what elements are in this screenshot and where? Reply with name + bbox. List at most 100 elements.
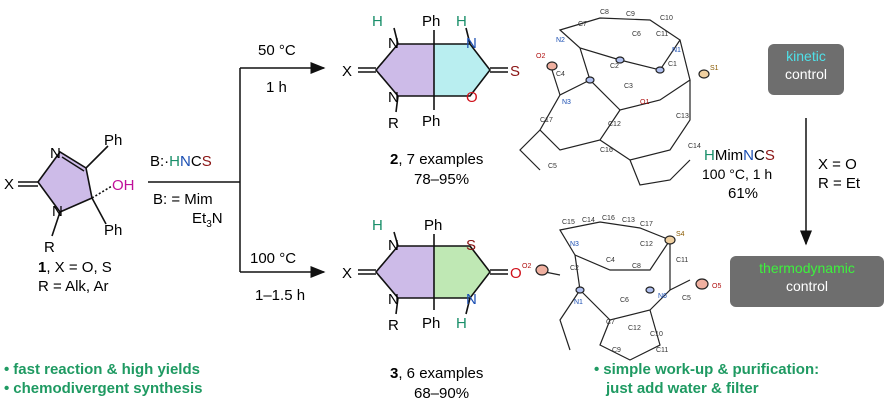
atom-label-c9: C9 (612, 347, 621, 354)
p2-n3: N (466, 35, 477, 52)
sm-r: R (44, 239, 55, 256)
atom-label-n6: N6 (658, 293, 667, 300)
atom-label-c13: C13 (622, 217, 635, 224)
atom-label-c14: C14 (582, 217, 595, 224)
atom-label-n2: N2 (556, 37, 565, 44)
thermodynamic-label: thermodynamic (759, 260, 855, 276)
atom-label-o1: O1 (640, 99, 649, 106)
conversion-yield: 61% (728, 185, 758, 202)
atom-label-c11: C11 (656, 31, 668, 38)
atom-label-c17: C17 (540, 117, 553, 124)
p2-s: S (510, 63, 520, 80)
p3-x: X (342, 265, 352, 282)
p2-ph2: Ph (422, 113, 440, 130)
p3-ph2: Ph (422, 315, 440, 332)
upper-time: 1 h (266, 79, 287, 96)
atom-label-n3: N3 (562, 99, 571, 106)
atom-label-c4: C4 (606, 257, 615, 264)
atom-label-c17: C17 (640, 221, 653, 228)
atom-label-c5: C5 (548, 163, 557, 170)
upper-temperature: 50 °C (258, 42, 296, 59)
atom-label-o5: O5 (712, 283, 721, 290)
product-2: X N N N O S H H Ph Ph R 2, 7 examples 78… (342, 13, 520, 188)
lower-temperature: 100 °C (250, 250, 296, 267)
p2-r: R (388, 115, 399, 132)
p3-n2: N (388, 291, 399, 308)
lower-time: 1–1.5 h (255, 287, 305, 304)
p2-x: X (342, 63, 352, 80)
p2-ph1: Ph (422, 13, 440, 30)
p3-ph1: Ph (424, 217, 442, 234)
starting-material-1: X N N Ph Ph OH R 1, X = O, S R = Alk, Ar (4, 132, 135, 295)
kinetic-label: kinetic (786, 48, 826, 64)
atom-label-n3: N3 (570, 241, 579, 248)
sm-caption-2: R = Alk, Ar (38, 278, 108, 295)
sm-caption-1: 1, X = O, S (38, 259, 112, 276)
p2-h2: H (456, 13, 467, 30)
p3-o: O (510, 265, 522, 282)
atom-label-c3: C3 (624, 83, 633, 90)
atom-label-c6: C6 (632, 31, 641, 38)
atom-label-c12: C12 (608, 121, 621, 128)
p3-h2: H (456, 315, 467, 332)
p2-o: O (466, 89, 478, 106)
p2-h1: H (372, 13, 383, 30)
p2-n2: N (388, 89, 399, 106)
conversion-conditions: 100 °C, 1 h (702, 166, 772, 182)
bullet-left-1: •fast reaction & high yields (4, 361, 200, 378)
sm-ph-1: Ph (104, 132, 122, 149)
atom-label-c7: C7 (578, 21, 587, 28)
atom-label-c16: C16 (602, 215, 615, 222)
atom-label-c12: C12 (640, 241, 653, 248)
p3-n3: N (466, 291, 477, 308)
atom-label-c12: C12 (628, 325, 641, 332)
atom-label-c14: C14 (688, 143, 701, 150)
kinetic-control-box: kinetic control (768, 44, 844, 95)
atom-label-c4: C4 (556, 71, 565, 78)
atom-label-c1: C1 (668, 61, 677, 68)
conversion-reagent: HMimNCS (704, 147, 775, 164)
atom-label-c9: C9 (626, 11, 635, 18)
sm-oh: OH (112, 177, 135, 194)
sm-caption-1-text: , X = O, S (46, 259, 111, 276)
atom-label-c16: C16 (600, 147, 613, 154)
sm-n-bottom: N (52, 203, 63, 220)
atom-label-c8: C8 (632, 263, 641, 270)
atom-label-c5: C5 (682, 295, 691, 302)
atom-label-c11: C11 (676, 257, 688, 264)
product-3: X N N S N O H H Ph Ph R 3, 6 examples 68… (342, 217, 522, 402)
atom-label-n1: N1 (672, 47, 681, 54)
base-line-2: Et3N (192, 210, 223, 230)
p3-s: S (466, 237, 476, 254)
sm-compound-number: 1 (38, 259, 46, 276)
atom-label-c7: C7 (606, 319, 615, 326)
atom-label-s4: S4 (676, 231, 685, 238)
p3-n1: N (388, 237, 399, 254)
atom-label-c2: C2 (570, 265, 579, 272)
thermodynamic-control-box: thermodynamic control (730, 256, 884, 307)
atom-label-o2: O2 (536, 53, 545, 60)
p3-caption: 3, 6 examples (390, 365, 483, 382)
sm-x: X (4, 176, 14, 193)
atom-label-c10: C10 (660, 15, 673, 22)
sm-n-top: N (50, 145, 61, 162)
atom-label-c6: C6 (620, 297, 629, 304)
bullet-right-1: •simple work-up & purification: (594, 361, 820, 378)
crystal-structure-upper (519, 17, 710, 186)
p3-h1: H (372, 217, 383, 234)
kinetic-control-label: control (784, 66, 828, 82)
base-line-1: B: = Mim (153, 191, 213, 208)
p2-caption: 2, 7 examples (390, 151, 483, 168)
atom-label-n1: N1 (574, 299, 583, 306)
atom-label-c11: C11 (656, 347, 668, 354)
p2-yield: 78–95% (414, 171, 469, 188)
atom-label-c8: C8 (600, 9, 609, 16)
atom-label-c13: C13 (676, 113, 689, 120)
bullet-left-2: •chemodivergent synthesis (4, 380, 203, 397)
p3-yield: 68–90% (414, 385, 469, 402)
reagent-label: B:·HNCS (150, 153, 212, 170)
sm-ph-2: Ph (104, 222, 122, 239)
